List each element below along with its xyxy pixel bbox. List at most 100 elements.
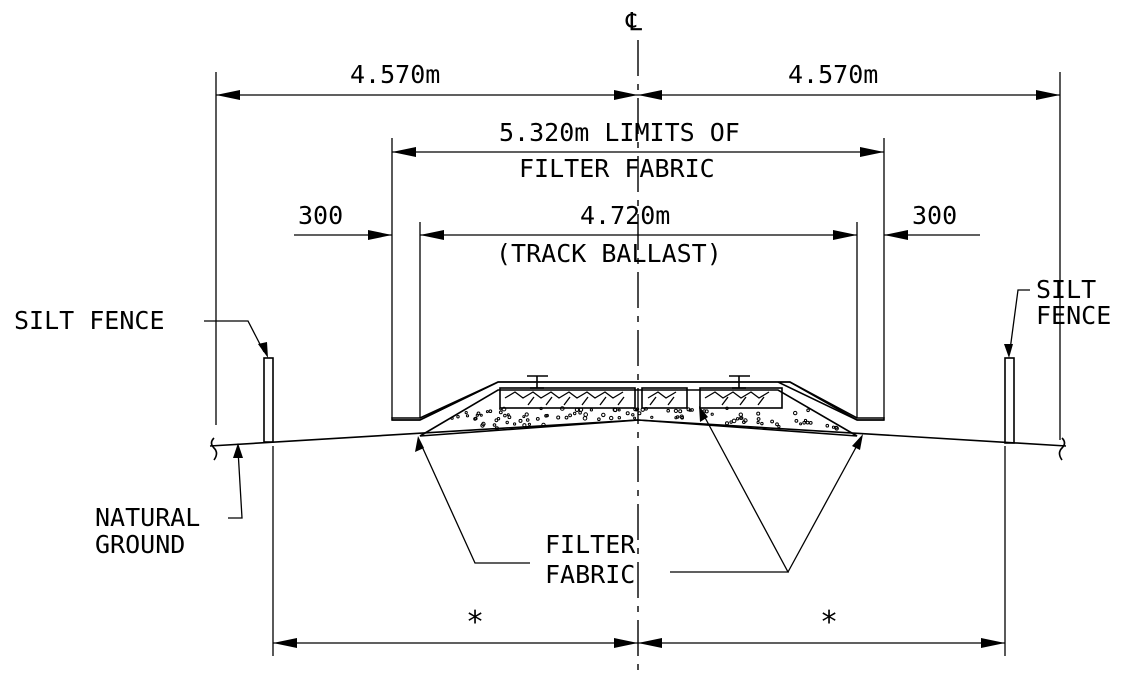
ballast-stone (473, 417, 477, 421)
ballast-stone (475, 413, 479, 417)
label-natural-ground-line2: GROUND (95, 530, 185, 559)
ballast-stone (564, 415, 569, 420)
ballast-stone (631, 413, 635, 417)
ballast-stone (535, 417, 540, 421)
ballast-stone (518, 418, 523, 423)
ballast-stone (686, 407, 691, 412)
ballast-stone (617, 416, 621, 420)
ballast-stone (794, 419, 799, 423)
ballast-stone (756, 417, 761, 421)
ballast-section (391, 381, 885, 437)
ballast-stone (799, 422, 803, 426)
dimension-bottom-left: * (273, 605, 638, 648)
ballast-stone (802, 421, 806, 425)
ballast-stone (825, 423, 830, 428)
ballast-stone (525, 418, 530, 422)
ballast-stone (568, 413, 572, 418)
dim-label-fabric-line1: 5.320m LIMITS OF (499, 118, 740, 147)
ballast-stone (803, 418, 808, 423)
ballast-stone (597, 417, 601, 422)
label-filter-fabric-line2: FABRIC (545, 560, 635, 589)
ballast-stone (503, 413, 507, 418)
ballast-stone (465, 414, 470, 418)
dimension-4570-left: 4.570m (216, 60, 638, 100)
ballast-stone (524, 412, 529, 417)
ballast-stone (609, 415, 614, 421)
ballast-stone (637, 411, 642, 416)
ballast-stone (494, 418, 499, 423)
rail-ties (499, 387, 783, 409)
label-silt-fence-right-line1: SILT (1036, 275, 1096, 304)
silt-fence-left (263, 357, 274, 443)
leader-filter-fabric (415, 406, 863, 573)
ballast-stone-dots (450, 406, 839, 431)
ballast-stone (731, 418, 737, 424)
leader-natural-ground (228, 443, 243, 519)
ballast-stone (485, 410, 489, 414)
ballast-stone (601, 412, 606, 418)
ballast-stone (625, 411, 630, 416)
ballast-stone (450, 416, 454, 420)
label-filter-fabric-line1: FILTER (545, 530, 636, 559)
ballast-stone (464, 411, 468, 415)
ballast-stone (522, 415, 526, 419)
ballast-stone (617, 408, 621, 412)
dimension-4570-right: 4.570m (638, 60, 1060, 100)
ballast-stone (556, 415, 561, 420)
ballast-stone (527, 422, 532, 426)
ballast-stone (673, 408, 679, 413)
ballast-stone (456, 415, 460, 419)
dim-label-300-right: 300 (912, 201, 957, 230)
dim-label-fabric-line2: FILTER FABRIC (519, 154, 715, 183)
ballast-stone (479, 413, 483, 417)
ballast-stone (492, 423, 497, 427)
dim-label-ballast-line1: 4.720m (580, 201, 670, 230)
ballast-stone (481, 421, 486, 427)
ballast-stone (589, 408, 594, 412)
ballast-stone (505, 420, 509, 425)
ballast-stone (725, 421, 729, 426)
ballast-stone (775, 422, 779, 427)
dim-label-bottom-right: * (820, 605, 838, 640)
dim-label-4570-left: 4.570m (350, 60, 440, 89)
ballast-stone (756, 420, 760, 425)
ballast-stone (738, 412, 743, 417)
ballast-stone (666, 408, 671, 413)
dim-label-ballast-line2: (TRACK BALLAST) (496, 239, 722, 268)
dimension-300-right: 300 (884, 201, 980, 240)
ballast-stone (498, 410, 503, 415)
label-silt-fence-left: SILT FENCE (14, 306, 165, 335)
label-silt-fence-right-line2: FENCE (1036, 301, 1111, 330)
ballast-stone (541, 422, 546, 428)
ballast-stone (735, 417, 740, 421)
silt-fence-right (1004, 357, 1015, 444)
ballast-stone (674, 416, 678, 420)
ballast-stone (522, 423, 527, 428)
ballast-stone (513, 422, 517, 426)
ballast-stone (770, 419, 774, 424)
ballast-stone (777, 425, 781, 429)
ballast-stone (808, 421, 813, 425)
ballast-stone (739, 416, 743, 420)
ballast-stone (704, 409, 709, 414)
ballast-stone (496, 417, 501, 421)
ballast-stone (756, 411, 761, 416)
ballast-stone (650, 415, 654, 419)
ballast-stone (633, 416, 637, 420)
ballast-stone (806, 408, 810, 413)
ballast-stone (634, 408, 638, 412)
ballast-stone (583, 412, 589, 417)
dimension-bottom-right: * (638, 605, 1005, 648)
dim-label-4570-right: 4.570m (788, 60, 878, 89)
label-natural-ground-line1: NATURAL (95, 503, 200, 532)
dim-label-bottom-left: * (466, 605, 484, 640)
leader-silt-fence-left (204, 320, 268, 358)
ballast-stone (582, 416, 588, 421)
ballast-stone (710, 412, 714, 416)
centerline-symbol: ℄ (625, 7, 642, 36)
ballast-stone (679, 414, 684, 419)
ballast-stone (544, 414, 548, 418)
ballast-stone (743, 418, 748, 423)
ballast-stone (488, 409, 493, 414)
